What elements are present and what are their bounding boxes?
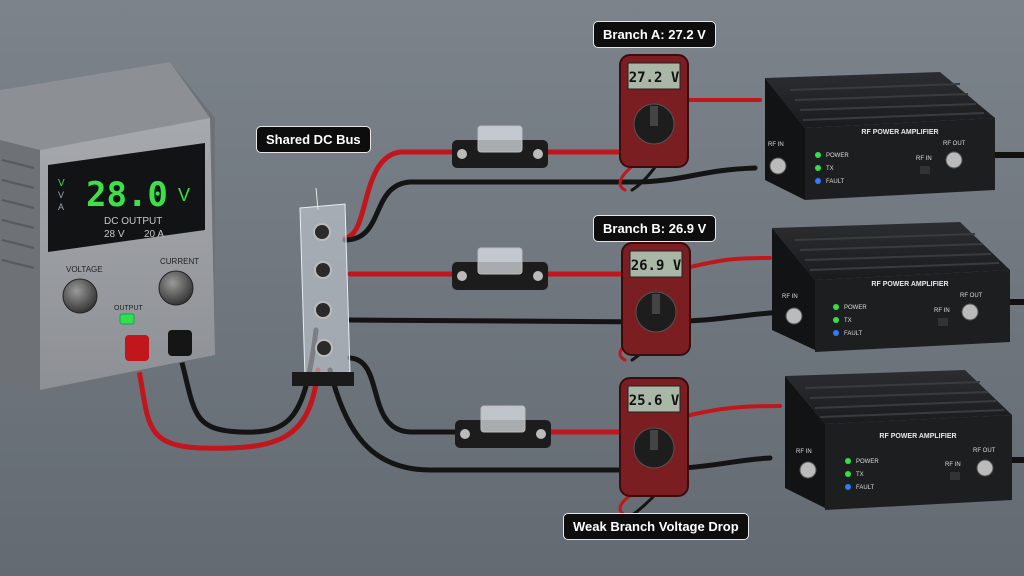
fuse-holder [455, 405, 551, 448]
amp-3-power-label: POWER [856, 459, 879, 465]
rf-amplifier-3: RF POWER AMPLIFIER RF IN POWER TX FAULT … [785, 370, 1012, 510]
current-knob-label: CURRENT [160, 257, 199, 266]
amp-2-title: RF POWER AMPLIFIER [871, 281, 948, 288]
amp-1-power-label: POWER [826, 153, 849, 159]
amp-3-rf-in-port[interactable] [950, 472, 960, 480]
amp-3-rf-out-connector[interactable] [976, 459, 994, 477]
amp-2-rf-in-port[interactable] [938, 318, 948, 326]
amp-3-power-led [845, 458, 851, 464]
amp-1-rf-in-port[interactable] [920, 166, 930, 174]
rf-amplifier-1: RF POWER AMPLIFIER RF IN POWER TX FAULT … [765, 72, 995, 200]
current-knob[interactable] [158, 270, 194, 306]
output-button[interactable] [119, 313, 135, 325]
amp-1-title: RF POWER AMPLIFIER [861, 129, 938, 136]
voltage-knob-label: VOLTAGE [66, 265, 103, 274]
weak-branch-callout: Weak Branch Voltage Drop [563, 513, 749, 540]
meter-c-reading: 25.6 V [629, 393, 680, 409]
fuse-holders [452, 125, 551, 448]
amp-3-fault-label: FAULT [856, 485, 875, 491]
multimeter-c: 25.6 V [619, 377, 689, 497]
psu-display [48, 143, 205, 252]
positive-terminal[interactable] [125, 335, 149, 361]
amp-1-tx-label: TX [826, 166, 834, 172]
rf-amplifier-2: RF POWER AMPLIFIER RF IN POWER TX FAULT … [772, 222, 1010, 352]
amp-3-rf-in-port-label: RF IN [945, 462, 961, 468]
psu-v-label: V [58, 190, 64, 200]
fuse-holder [452, 247, 548, 290]
power-supply: V V A 28.0 V DC OUTPUT 28 V 20 A VOLTAGE… [0, 62, 215, 395]
psu-display-unit: V [178, 185, 190, 205]
amp-1-tx-led [815, 165, 821, 171]
branch-a-callout: Branch A: 27.2 V [593, 21, 716, 48]
multimeter-b: 26.9 V [621, 242, 691, 356]
amp-3-tx-label: TX [856, 472, 864, 478]
multimeter-a: 27.2 V [619, 54, 689, 168]
amp-3-title: RF POWER AMPLIFIER [879, 433, 956, 440]
amp-1-rf-in-label: RF IN [768, 142, 784, 148]
psu-output-label: DC OUTPUT [104, 216, 162, 227]
amp-2-rf-out-label: RF OUT [960, 293, 983, 299]
amp-2-tx-label: TX [844, 318, 852, 324]
amp-2-fault-led [833, 330, 839, 336]
voltage-knob[interactable] [62, 278, 98, 314]
dc-bus-bar [292, 187, 354, 386]
amp-1-rf-out-label: RF OUT [943, 141, 966, 147]
psu-rating-voltage: 28 V [104, 229, 125, 240]
amp-3-rf-out-label: RF OUT [973, 448, 996, 454]
amp-2-power-led [833, 304, 839, 310]
branch-b-callout: Branch B: 26.9 V [593, 215, 717, 242]
amp-2-rf-out-connector[interactable] [961, 303, 979, 321]
shared-bus-callout: Shared DC Bus [256, 126, 371, 153]
psu-rating-current: 20 A [144, 229, 164, 240]
amp-1-fault-led [815, 178, 821, 184]
amp-1-rf-in-connector[interactable] [769, 157, 787, 175]
amp-1-rf-in-port-label: RF IN [916, 156, 932, 162]
amp-2-rf-in-connector[interactable] [785, 307, 803, 325]
meter-b-reading: 26.9 V [631, 258, 682, 274]
amp-2-rf-in-label: RF IN [782, 294, 798, 300]
amp-3-rf-in-connector[interactable] [799, 461, 817, 479]
negative-terminal[interactable] [168, 330, 192, 356]
amp-2-rf-in-port-label: RF IN [934, 308, 950, 314]
amp-1-fault-label: FAULT [826, 179, 845, 185]
amp-1-rf-out-connector[interactable] [945, 151, 963, 169]
psu-black-lead [177, 327, 319, 435]
amp-3-fault-led [845, 484, 851, 490]
amp-3-rf-in-label: RF IN [796, 449, 812, 455]
output-button-label: OUTPUT [114, 305, 144, 312]
amp-1-power-led [815, 152, 821, 158]
amp-3-tx-led [845, 471, 851, 477]
amp-2-power-label: POWER [844, 305, 867, 311]
amp-2-fault-label: FAULT [844, 331, 863, 337]
meter-a-reading: 27.2 V [629, 70, 680, 86]
fuse-holder [452, 125, 548, 168]
amp-2-tx-led [833, 317, 839, 323]
psu-red-lead [133, 352, 321, 451]
psu-a-label: A [58, 202, 64, 212]
psu-display-value: 28.0 [86, 175, 168, 215]
psu-voltage-indicator: V [58, 178, 65, 189]
